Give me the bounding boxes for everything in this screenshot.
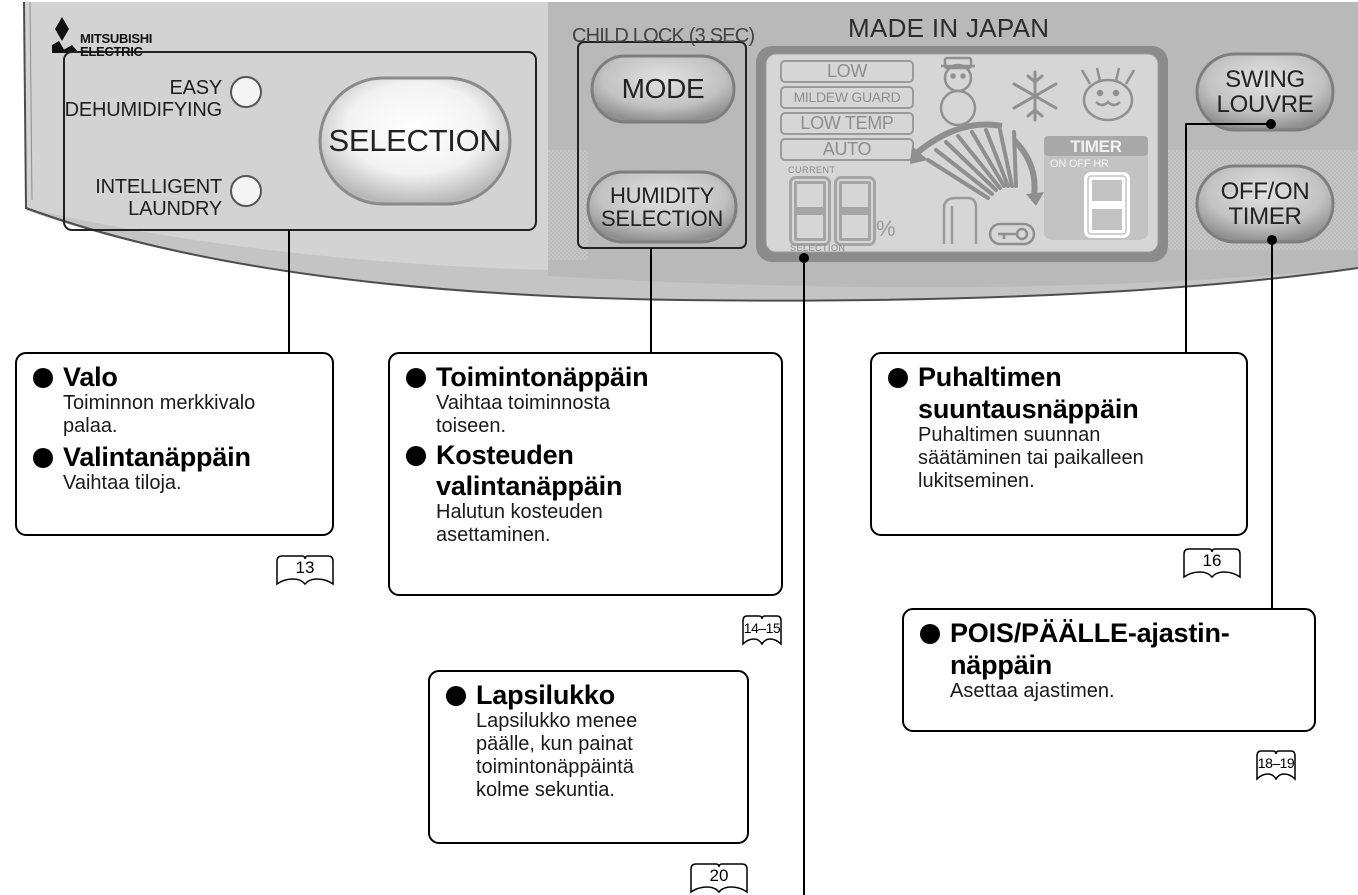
item-title: Toimintonäppäin — [436, 362, 649, 392]
bullet-icon — [33, 448, 53, 468]
book-icon — [1183, 548, 1241, 579]
book-icon — [742, 615, 782, 646]
bullet-icon — [446, 686, 466, 706]
item-title: Valintanäppäin — [63, 442, 251, 472]
louvre-swing-icon — [926, 128, 1018, 200]
child-lock-label: CHILD LOCK (3 SEC) — [572, 25, 755, 47]
selection-button-label: SELECTION — [328, 122, 502, 158]
bullet-icon — [406, 368, 426, 388]
lcd-timer-sub: ON OFF HR — [1050, 158, 1109, 170]
snowflake-icon — [1012, 70, 1058, 122]
lcd-timer-label: TIMER — [1070, 137, 1122, 156]
lcd-selection-label: SELECTION — [790, 243, 846, 253]
lcd-mode-low-temp: LOW TEMP — [800, 113, 894, 133]
page-ref-timer: 18–19 — [1256, 750, 1296, 781]
bullet-icon — [920, 624, 940, 644]
bullet-icon — [406, 446, 426, 466]
book-icon — [1256, 750, 1296, 781]
lcd-current-label: CURRENT — [788, 165, 836, 175]
made-in-japan-label: MADE IN JAPAN — [848, 13, 1050, 43]
selection-button[interactable]: SELECTION — [320, 78, 510, 204]
book-icon — [276, 555, 334, 586]
mode-button[interactable]: MODE — [592, 56, 734, 122]
lcd-percent-sign: % — [876, 216, 896, 241]
brand-name: MITSUBISHI — [80, 31, 153, 46]
germ-icon — [1080, 67, 1136, 122]
mitsubishi-logo-icon — [52, 17, 79, 53]
bullet-icon — [33, 368, 53, 388]
child-lock-key-icon — [988, 222, 1036, 246]
snowman-icon — [939, 56, 977, 127]
item-desc: Asettaa ajastimen. — [950, 680, 1115, 702]
control-panel — [23, 1, 1358, 302]
item-title: Lapsilukko — [476, 680, 616, 710]
callout-item-valintanappain: Valintanäppäin Vaihtaa tiloja. — [33, 444, 320, 495]
item-title: Valo — [63, 362, 118, 392]
page-ref-left: 13 — [276, 555, 334, 586]
page-ref-middle: 14–15 — [742, 615, 782, 646]
item-title: POIS/PÄÄLLE-ajastin-näppäin — [950, 618, 1230, 680]
brand-sub: ELECTRIC — [80, 44, 143, 59]
page-ref-swing: 16 — [1183, 548, 1241, 579]
callout-off-on-timer: POIS/PÄÄLLE-ajastin-näppäin Asettaa ajas… — [902, 608, 1316, 732]
lcd-mode-mildew-guard: MILDEW GUARD — [793, 89, 901, 105]
lcd-mode-low: LOW — [826, 61, 868, 81]
easy-dehumidifying-lamp — [231, 77, 261, 107]
water-tank-icon — [942, 196, 978, 244]
page-ref-child-lock: 20 — [690, 863, 748, 894]
bullet-icon — [888, 368, 908, 388]
item-desc: Vaihtaa tiloja. — [63, 472, 182, 494]
callout-item-pois-paalle-ajastinnappain: POIS/PÄÄLLE-ajastin-näppäin Asettaa ajas… — [920, 620, 1302, 703]
book-icon — [690, 863, 748, 894]
intelligent-laundry-lamp — [231, 176, 261, 206]
lcd-mode-auto: AUTO — [822, 139, 872, 159]
mode-button-label: MODE — [621, 73, 705, 105]
